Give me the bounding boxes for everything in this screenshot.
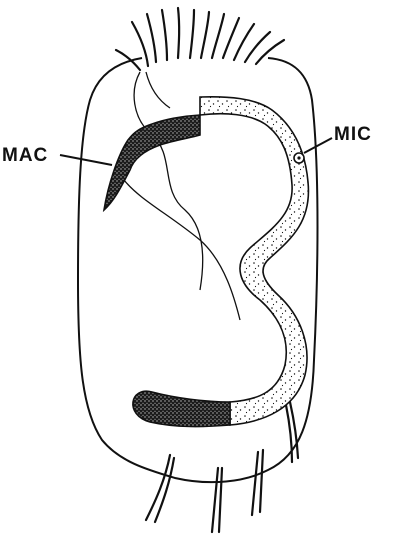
macronucleus-dark-anterior (104, 115, 200, 210)
macronucleus-light-body (200, 97, 308, 425)
mic-label: MIC (334, 124, 372, 145)
macronucleus-dark-posterior (133, 391, 230, 426)
mac-leader-line (60, 155, 112, 165)
mic-leader-line (304, 138, 332, 153)
macronucleus (104, 97, 308, 427)
oral-cilia (116, 8, 284, 70)
mac-label: MAC (2, 145, 48, 166)
micronucleus-core (297, 156, 300, 159)
